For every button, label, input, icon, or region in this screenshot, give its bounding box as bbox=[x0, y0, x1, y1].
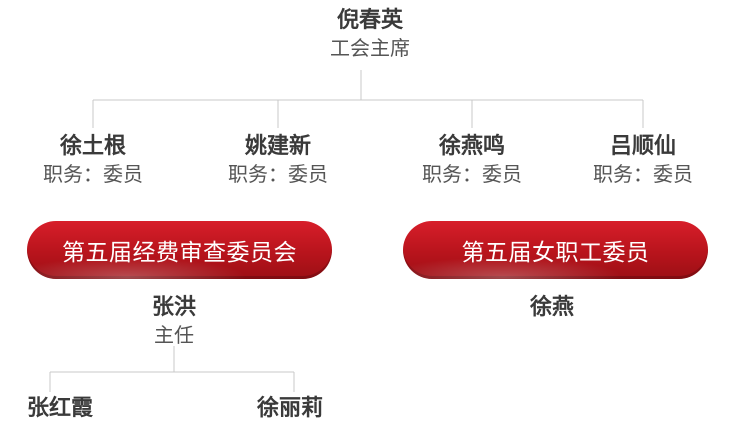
audit-committee-title: 第五届经费审查委员会 bbox=[62, 240, 297, 266]
chairman-node: 倪春英 工会主席 bbox=[290, 7, 450, 61]
member-node-3: 徐燕鸣 职务：委员 bbox=[392, 133, 552, 187]
audit-head-role: 主任 bbox=[154, 323, 194, 347]
member-name: 徐燕鸣 bbox=[438, 134, 505, 159]
member-node-2: 姚建新 职务：委员 bbox=[198, 133, 358, 187]
member-role: 职务：委员 bbox=[43, 162, 143, 186]
audit-sub-name: 徐丽莉 bbox=[256, 396, 323, 421]
chairman-role: 工会主席 bbox=[330, 36, 410, 60]
member-name: 姚建新 bbox=[244, 134, 311, 159]
member-name: 吕顺仙 bbox=[609, 134, 676, 159]
member-node-1: 徐土根 职务：委员 bbox=[13, 133, 173, 187]
chairman-name: 倪春英 bbox=[336, 8, 403, 33]
member-role: 职务：委员 bbox=[593, 162, 693, 186]
banner-swoosh bbox=[27, 257, 247, 279]
audit-head-node: 张洪 主任 bbox=[94, 294, 254, 348]
women-head-node: 徐燕 bbox=[472, 294, 632, 322]
women-committee-title: 第五届女职工委员 bbox=[461, 240, 650, 266]
audit-sub-name: 张红霞 bbox=[26, 396, 93, 421]
member-role: 职务：委员 bbox=[422, 162, 522, 186]
member-name: 徐土根 bbox=[59, 134, 126, 159]
audit-committee-banner: 第五届经费审查委员会 bbox=[27, 221, 332, 279]
women-head-name: 徐燕 bbox=[529, 295, 574, 320]
member-node-4: 吕顺仙 职务：委员 bbox=[563, 133, 723, 187]
member-role: 职务：委员 bbox=[228, 162, 328, 186]
audit-sub-node-2: 徐丽莉 bbox=[210, 395, 370, 423]
audit-sub-node-1: 张红霞 bbox=[0, 395, 140, 423]
audit-head-name: 张洪 bbox=[151, 295, 196, 320]
women-committee-banner: 第五届女职工委员 bbox=[403, 221, 708, 279]
banner-swoosh bbox=[403, 257, 623, 279]
